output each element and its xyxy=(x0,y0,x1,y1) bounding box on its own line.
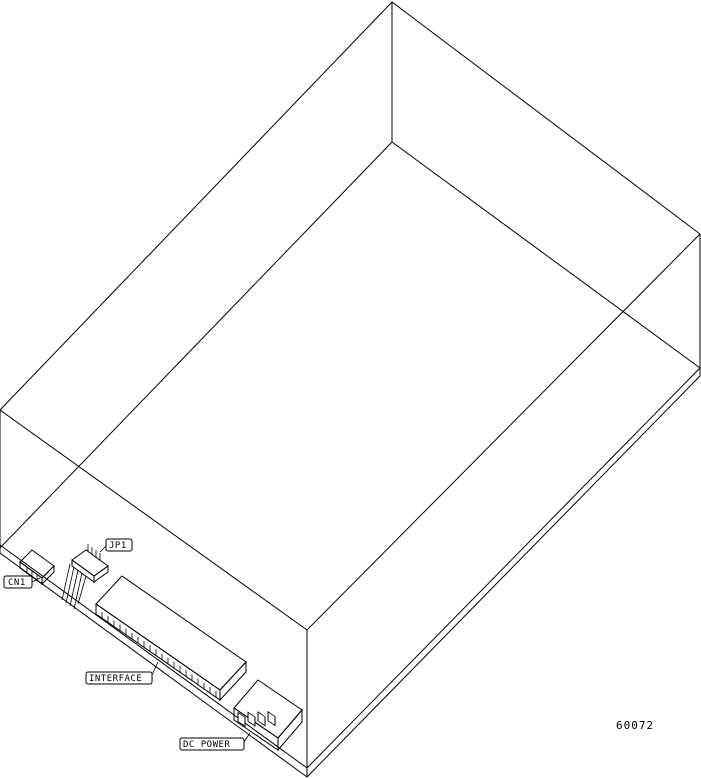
dc-power-pin xyxy=(267,710,276,727)
pcb-bottom-right xyxy=(306,375,701,778)
figure-number: 60072 xyxy=(616,719,654,732)
pcb-bottom-left xyxy=(0,552,308,778)
jp1-lead xyxy=(73,572,83,610)
jp1-lead xyxy=(69,569,79,607)
dc-power-connector xyxy=(233,679,303,752)
interface-pins xyxy=(101,612,217,697)
interface-leader xyxy=(151,661,159,676)
dc-power-label: DC POWER xyxy=(183,740,230,750)
enclosure-bottom-right xyxy=(306,367,701,769)
cn1-label-box xyxy=(3,575,33,589)
cn1-side xyxy=(41,564,55,586)
jp1-lead xyxy=(61,563,71,601)
enclosure-back-left-bottom xyxy=(0,141,393,549)
cn1-label: CN1 xyxy=(8,578,26,588)
jp1-callout: JP1 xyxy=(99,538,133,553)
cn1-callout: CN1 xyxy=(3,575,41,589)
enclosure-back-right-bottom xyxy=(391,141,701,369)
dc-power-pin xyxy=(247,711,256,727)
pcb-base xyxy=(0,368,701,778)
jp1-side xyxy=(93,565,109,583)
enclosure-top-face xyxy=(0,1,701,631)
dc-power-pin xyxy=(257,711,266,727)
jp1-label-box xyxy=(105,538,133,552)
dc-power-top xyxy=(233,679,303,739)
dc-power-pin xyxy=(237,711,246,728)
interface-label: INTERFACE xyxy=(89,674,142,684)
interface-connector xyxy=(95,575,247,702)
interface-callout: INTERFACE xyxy=(85,661,159,685)
jp1-front xyxy=(71,559,95,583)
dc-power-side xyxy=(277,708,303,752)
enclosure-bottom-left xyxy=(0,544,308,769)
interface-side xyxy=(219,660,247,702)
jp1-leader xyxy=(99,545,107,553)
dc-power-callout: DC POWER xyxy=(179,732,251,751)
interface-label-box xyxy=(85,671,153,685)
interface-front xyxy=(95,603,221,701)
jp1-jumper-block xyxy=(61,544,109,610)
cn1-leader xyxy=(31,577,41,583)
jp1-lead xyxy=(65,566,75,604)
jp1-lead xyxy=(77,575,87,605)
dc-power-leader xyxy=(243,732,251,743)
dc-power-label-box xyxy=(179,737,245,751)
jp1-label: JP1 xyxy=(109,541,127,551)
